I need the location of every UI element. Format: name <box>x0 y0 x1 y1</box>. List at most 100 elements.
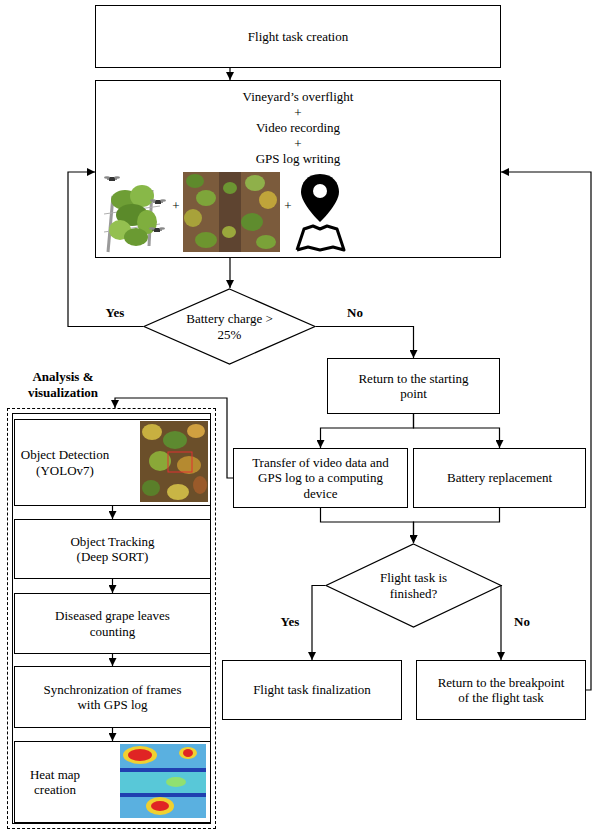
text-area: Flight task finalization <box>223 661 401 719</box>
text-area: Transfer of video data and GPS log to a … <box>234 449 407 507</box>
node-text: Battery charge > 25% <box>180 311 280 342</box>
flow-arrow <box>112 579 113 593</box>
text-block: Synchronization of frames with GPS log <box>33 682 193 713</box>
drone-symbol <box>149 227 165 232</box>
decision-diamond: Battery charge > 25% <box>143 288 316 365</box>
flow-arrow <box>229 258 230 288</box>
flow-arrow <box>414 414 500 448</box>
node-text: Object Detection (YOLOv7) <box>20 447 110 478</box>
flow-arrow <box>501 172 591 690</box>
edge-label: No <box>345 305 365 321</box>
text-block: Return to the breakpoint of the flight t… <box>431 675 571 706</box>
process-box: Vineyard’s overflight+Video recording+GP… <box>95 80 501 258</box>
text-area: Object Tracking (Deep SORT) <box>15 520 210 578</box>
flow-arrow <box>112 506 113 519</box>
node-text: Vineyard’s overflight <box>243 89 354 105</box>
flow-arrow <box>501 586 502 661</box>
plus-holder: + <box>166 198 186 214</box>
heat-spot <box>128 749 152 761</box>
heat-spot <box>146 797 174 815</box>
drone-symbol <box>104 176 120 181</box>
decision-diamond: Flight task is finished? <box>325 543 502 628</box>
process-box: Synchronization of frames with GPS log <box>14 666 211 728</box>
node-text: Object Tracking (Deep SORT) <box>58 534 168 565</box>
node-text: Analysis & visualization <box>8 369 118 400</box>
heat-ground <box>120 744 206 818</box>
vineyard-drone-illustration <box>104 176 166 252</box>
process-box: Return to the starting point <box>327 358 500 414</box>
text-block: Diseased grape leaves counting <box>43 608 183 639</box>
drone-rotor <box>149 227 155 229</box>
group-heading: Analysis & visualization <box>8 369 118 400</box>
flow-arrow <box>414 508 500 543</box>
text-area: Flight task is finished? <box>325 543 502 628</box>
leaf-blob <box>259 191 277 209</box>
drone-rotor <box>160 199 166 201</box>
diamond-shape <box>144 289 315 364</box>
diamond-shape <box>326 544 501 627</box>
process-box: Object Detection (YOLOv7) <box>14 419 211 506</box>
node-text: + <box>294 105 301 121</box>
process-box: Transfer of video data and GPS log to a … <box>233 448 408 508</box>
leaf-blob <box>196 190 216 206</box>
drone-rotor <box>159 227 165 229</box>
node-text: Return to the breakpoint of the flight t… <box>431 675 571 706</box>
leaf-blob <box>186 174 204 188</box>
soil-strip <box>219 172 241 252</box>
vineyard-video-frame <box>183 172 280 252</box>
vine-leaves <box>130 185 154 207</box>
text-area: Synchronization of frames with GPS log <box>15 667 210 727</box>
process-box: Diseased grape leaves counting <box>14 593 211 654</box>
leaf-blob <box>184 209 202 227</box>
text-block: Heat map creation <box>20 767 90 798</box>
leaf-blob <box>187 424 205 438</box>
heat-spot <box>183 749 193 757</box>
leaf-blob <box>222 226 236 238</box>
drone-symbol <box>150 199 166 204</box>
heat-spot <box>166 777 186 787</box>
node-text: Return to the starting point <box>344 371 484 402</box>
flow-arrow <box>68 172 143 327</box>
detection-box <box>168 452 192 472</box>
pin-hole <box>313 184 327 198</box>
leaf-blob <box>256 235 276 249</box>
detection-frame <box>140 421 208 502</box>
leaf-blob <box>223 182 237 194</box>
leaf-blob <box>241 213 263 231</box>
text-area: Heat map creation <box>15 742 95 822</box>
node-text: GPS log writing <box>256 151 341 167</box>
node-text: Battery replacement <box>420 470 580 486</box>
drone-rotor <box>150 199 156 201</box>
leaf-blob <box>245 175 265 191</box>
photo-ground <box>183 172 280 252</box>
leaf-blob <box>163 431 187 449</box>
text-block: Transfer of video data and GPS log to a … <box>241 455 401 502</box>
text-area: Diseased grape leaves counting <box>15 594 210 653</box>
node-text: Flight task finalization <box>227 682 397 698</box>
flow-arrow <box>112 728 113 741</box>
text-block: Flight task is finished? <box>364 570 464 601</box>
leaf-blob <box>142 424 162 440</box>
text-block: Object Detection (YOLOv7) <box>20 447 110 478</box>
edge-label: Yes <box>279 614 302 630</box>
heat-band <box>120 772 206 793</box>
heat-spot <box>151 801 169 811</box>
leaf-blob <box>177 456 201 474</box>
flow-arrow <box>112 654 113 666</box>
text-block: Return to the starting point <box>344 371 484 402</box>
node-text: Heat map creation <box>20 767 90 798</box>
label-holder: Yes <box>279 614 302 630</box>
heat-band <box>120 793 206 797</box>
node-text: Synchronization of frames with GPS log <box>33 682 193 713</box>
label-holder: No <box>512 614 532 630</box>
flow-arrow <box>312 586 325 661</box>
text-block: Flight task finalization <box>227 682 397 698</box>
flow-arrow <box>321 508 414 543</box>
edge-label: Yes <box>104 305 127 321</box>
heat-spot <box>123 746 157 764</box>
label-holder: Yes <box>104 305 127 321</box>
photo-ground <box>140 421 208 502</box>
node-text: Flight task is finished? <box>364 570 464 601</box>
heat-spot <box>179 747 197 759</box>
